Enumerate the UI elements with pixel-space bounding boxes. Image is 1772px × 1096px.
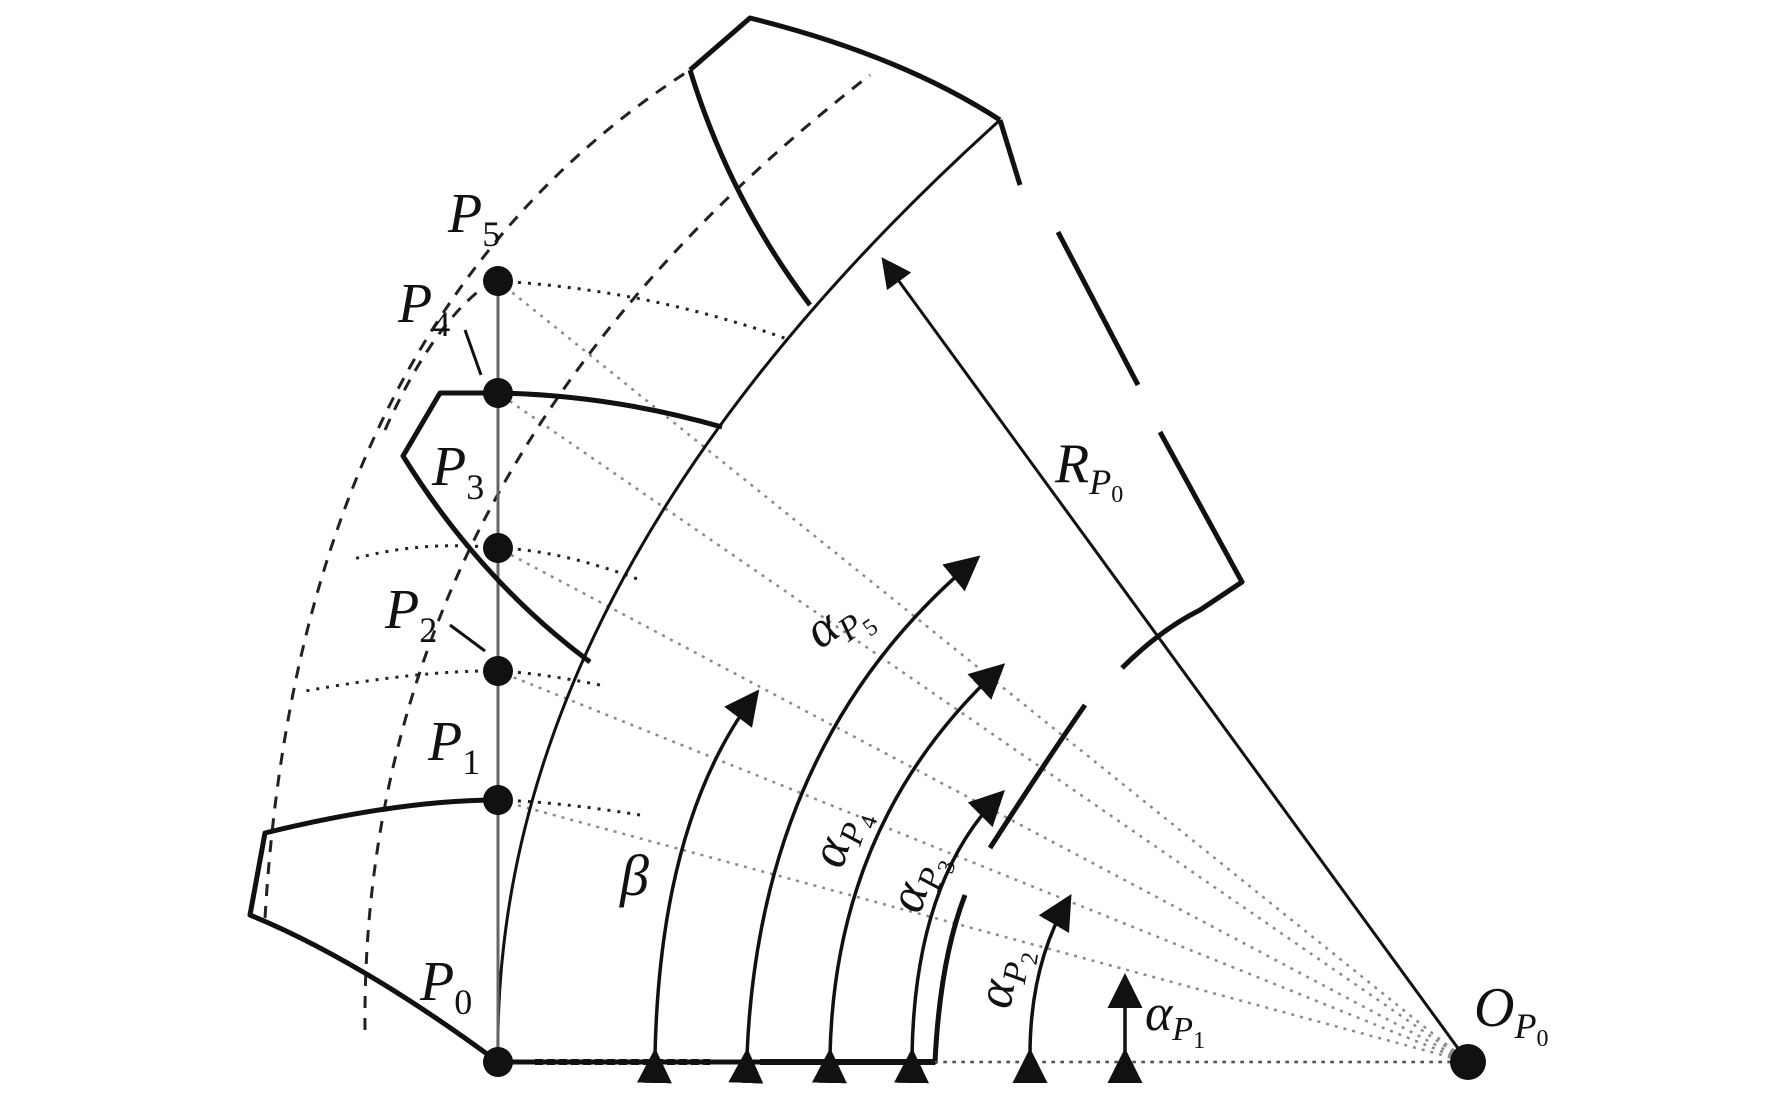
- point-origin: [1450, 1044, 1486, 1080]
- dotted-arcs: [299, 279, 791, 817]
- label-p1: P1: [427, 711, 480, 782]
- label-p3: P3: [431, 436, 484, 507]
- label-beta: β: [619, 843, 649, 908]
- point-p0: [483, 1047, 513, 1077]
- label-p5: P5: [447, 183, 500, 254]
- label-p0: P0: [419, 951, 472, 1022]
- label-p4: P4: [397, 273, 450, 344]
- label-origin: OP0: [1474, 977, 1548, 1052]
- point-p4: [483, 378, 513, 408]
- alpha-p2-arc: [1012, 893, 1072, 1084]
- label-alpha-p5: αP5: [794, 579, 883, 670]
- point-p1: [483, 785, 513, 815]
- label-p2: P2: [384, 579, 437, 650]
- p2-leader: [449, 623, 486, 653]
- alpha-p4-arc: [811, 663, 1006, 1084]
- segment-outlines: [247, 15, 1245, 1065]
- p4-leader: [463, 329, 483, 376]
- reference-arc: [496, 118, 1002, 1063]
- alpha-p3-arc: [894, 790, 1005, 1084]
- angle-arcs: [636, 555, 1143, 1084]
- alpha-p5-arc: [728, 555, 981, 1084]
- beta-arc: [636, 689, 760, 1084]
- points: [483, 266, 1486, 1080]
- radius-arrow: [881, 257, 1470, 1063]
- point-p2: [483, 656, 513, 686]
- point-p3: [483, 533, 513, 563]
- dashed-arcs: [263, 68, 871, 1031]
- point-p5: [483, 266, 513, 296]
- label-alpha-p1: αP1: [1145, 985, 1205, 1054]
- label-alpha-p3: αP3: [877, 844, 961, 922]
- label-radius: RP0: [1054, 433, 1123, 508]
